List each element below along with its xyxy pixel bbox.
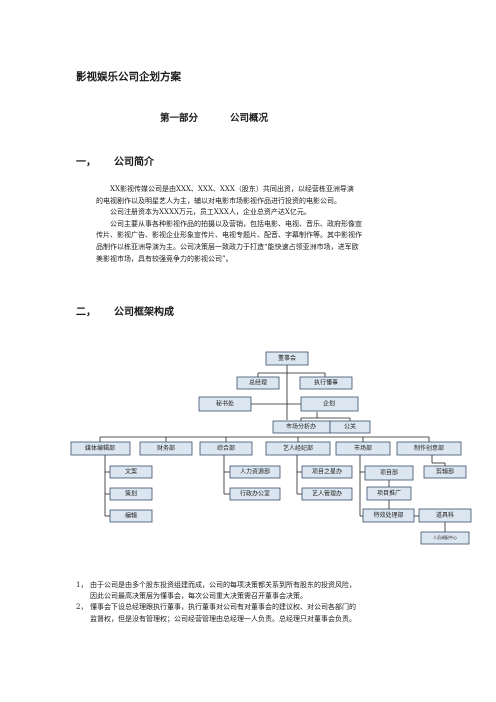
org-box-props: 道具科 — [418, 508, 472, 523]
org-box-secretariat: 秘书处 — [198, 396, 252, 412]
intro-line: 品制作以栋亚洲导演为主。公司决策层一致政力于打造“能快速占领亚洲市场，进军欧 — [96, 242, 359, 251]
section-heading-structure: 二， 公司框架构成 — [76, 303, 174, 318]
intro-line: 传片、影视广告、影视企业形象宣传片、电视专题片、配音、字幕制作等。其中影视作 — [96, 231, 362, 240]
org-box-editing: 编辑 — [109, 509, 153, 523]
section-heading-intro: 一， 公司简介 — [76, 153, 154, 168]
org-label: 执行懂事 — [314, 379, 338, 387]
list-number: 1， — [76, 581, 88, 589]
org-box-dept-market: 市场部 — [335, 441, 391, 456]
org-box-dept-general: 综合部 — [199, 441, 253, 456]
org-box-copywriting: 文案 — [109, 465, 153, 479]
note-line: 监督权，但是没有管理权；公司经营管理由总经理一人负责。总经理只对董事会负责。 — [90, 614, 356, 623]
list-item: 2， 懂事会下设总经理跟执行董事，执行董事对公司有对董事会的建议权、对公司各部门… — [76, 602, 436, 624]
org-label: 项目之星办 — [312, 468, 342, 476]
org-label: 艺人管理办 — [312, 490, 342, 498]
intro-line: 公司注册资本为XXXX万元，员工XXX人，企业总资产达X亿元。 — [110, 208, 311, 217]
org-box-hr: 人力资源部 — [229, 465, 281, 479]
org-label: 秘书处 — [216, 400, 234, 408]
intro-line: 的电视剧作以及明星艺人为主，辅以对电影市场影视作品进行投资的电影公司。 — [96, 196, 341, 205]
org-box-dept-finance: 财务部 — [139, 441, 193, 456]
note-line: 因此公司最高决策层为懂事会，每次公司重大决策需召开董事会决策。 — [90, 592, 307, 601]
org-box-dept-media: 媒体编辑部 — [70, 441, 131, 456]
org-label: 总经理 — [249, 379, 267, 387]
section-number: 二， — [76, 307, 96, 318]
part-label: 第一部分 — [160, 113, 199, 124]
org-label: 行政办公室 — [240, 490, 270, 498]
org-label: 董事会 — [278, 354, 296, 362]
org-label: 项目部 — [380, 469, 398, 477]
org-label: 制作创意部 — [414, 444, 444, 452]
org-box-script: 剪辑部 — [423, 465, 467, 479]
intro-line: 公司主要从事各种影视作品的拍摄以及营销，包括电影、电视、音乐、政府形像宣 — [110, 219, 362, 228]
section-title: 公司简介 — [114, 157, 154, 168]
org-label: 艺人经纪部 — [283, 444, 313, 452]
org-box-market-analysis: 市场分析办 — [272, 420, 331, 434]
org-label: 财务部 — [157, 444, 175, 452]
org-label: 公关 — [344, 423, 356, 431]
org-label: 策划 — [125, 490, 137, 498]
org-label: 人力资源部 — [240, 468, 270, 476]
org-box-general-manager: 总经理 — [236, 376, 280, 390]
org-label: 市场分析办 — [286, 423, 316, 431]
org-box-project-dept: 项目部 — [364, 465, 414, 481]
intro-line: 美影视市场，具有较强竞争力的影视公司”。 — [96, 254, 233, 263]
org-connectors — [99, 365, 446, 532]
note-line: 懂事会下设总经理跟执行董事，执行董事对公司有对董事会的建议权、对公司各部门的 — [90, 603, 356, 612]
org-box-artist-management: 艺人管理办 — [301, 487, 353, 501]
intro-line: XX影视传媒公司是由XXX、XXX、XXX（股东）共同出资，以经营栋亚洲导演 — [110, 185, 354, 193]
org-box-project-promotion: 项目推广 — [366, 486, 412, 501]
org-label: 道具科 — [436, 511, 454, 519]
part-name: 公司概况 — [230, 113, 269, 124]
intro-paragraph: XX影视传媒公司是由XXX、XXX、XXX（股东）共同出资，以经营栋亚洲导演 的… — [96, 184, 436, 265]
org-label: 企划 — [323, 400, 335, 408]
org-box-admin-office: 行政办公室 — [229, 487, 281, 501]
list-item: 1， 由于公司是由多个股东投资组建而成，公司的每项决策都关系到所有股东的投资风险… — [76, 580, 436, 602]
org-label: 编辑 — [125, 512, 137, 520]
org-label: 文案 — [125, 468, 137, 476]
section-number: 一， — [76, 157, 96, 168]
org-label: 项目推广 — [377, 489, 401, 497]
org-box-board: 董事会 — [265, 351, 309, 366]
document-title: 影视娱乐公司企划方案 — [76, 71, 181, 83]
notes-list: 1， 由于公司是由多个股东投资组建而成，公司的每项决策都关系到所有股东的投资风险… — [76, 580, 436, 625]
org-label: 媒体编辑部 — [85, 444, 115, 452]
org-box-dept-production: 制作创意部 — [396, 441, 462, 456]
note-line: 由于公司是由多个股东投资组建而成，公司的每项决策都关系到所有股东的投资风险， — [90, 581, 356, 589]
org-label: 综合部 — [217, 444, 235, 452]
section-title: 公司框架构成 — [114, 307, 174, 318]
list-number: 2， — [76, 603, 88, 612]
org-label: 特效处理部 — [373, 511, 403, 519]
org-box-staff-allocation: 人员调配中心 — [420, 531, 470, 545]
org-box-planning: 企划 — [300, 396, 359, 412]
org-label: 市场部 — [354, 444, 372, 452]
org-box-media-planning: 策划 — [109, 487, 153, 501]
org-box-executive-director: 执行懂事 — [299, 376, 353, 390]
org-box-project-star: 项目之星办 — [301, 465, 353, 479]
org-label: 人员调配中心 — [433, 534, 457, 540]
org-box-pr: 公关 — [329, 420, 371, 434]
org-label: 剪辑部 — [436, 468, 454, 476]
org-box-dept-artist: 艺人经纪部 — [265, 441, 331, 456]
org-box-vfx: 特效处理部 — [362, 508, 415, 523]
